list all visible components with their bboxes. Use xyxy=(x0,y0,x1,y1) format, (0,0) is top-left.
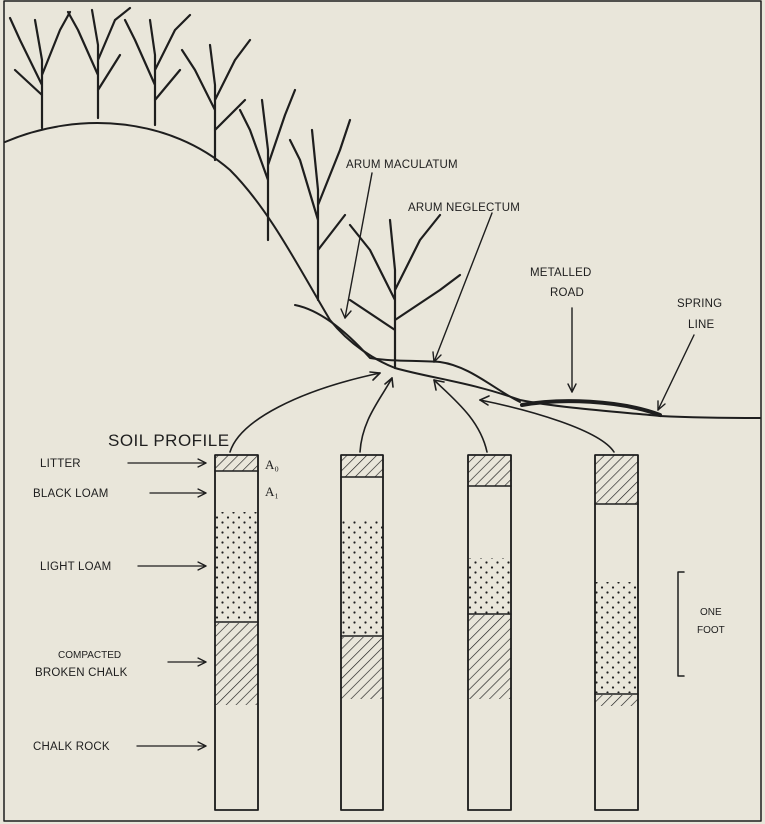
tree-4 xyxy=(182,40,250,160)
horizon-a0: A₀ xyxy=(265,457,279,472)
tree-2 xyxy=(68,8,130,118)
scale-bracket xyxy=(678,572,684,676)
ground-line xyxy=(295,305,520,402)
label-soil-profile: SOIL PROFILE xyxy=(108,431,230,450)
label-metalled-road-1: METALLED xyxy=(530,267,591,279)
layer-black-loam: BLACK LOAM xyxy=(33,488,109,500)
scale-label-1: ONE xyxy=(700,607,722,618)
soil-column-2 xyxy=(341,455,383,810)
soil-column-4 xyxy=(595,455,638,810)
layer-arrows xyxy=(128,459,206,750)
horizon-a1: A₁ xyxy=(265,484,279,499)
label-spring-line-2: LINE xyxy=(688,319,714,331)
layer-compacted-1: COMPACTED xyxy=(58,650,121,661)
tree-6 xyxy=(290,120,350,300)
soil-column-3 xyxy=(468,455,511,810)
layer-compacted-2: BROKEN CHALK xyxy=(35,667,128,679)
soil-column-1 xyxy=(215,455,258,810)
trees xyxy=(10,8,460,368)
layer-litter: LITTER xyxy=(40,458,81,470)
label-arum-neglectum: ARUM NEGLECTUM xyxy=(408,202,520,214)
profile-arrows xyxy=(230,372,614,452)
metalled-road xyxy=(522,401,660,415)
layer-chalk-rock: CHALK ROCK xyxy=(33,741,110,753)
tree-1 xyxy=(10,12,70,128)
tree-3 xyxy=(125,15,190,125)
scale-label-2: FOOT xyxy=(697,625,725,636)
tree-5 xyxy=(240,90,295,240)
layer-light-loam: LIGHT LOAM xyxy=(40,561,111,573)
label-spring-line-1: SPRING xyxy=(677,298,722,310)
label-metalled-road-2: ROAD xyxy=(550,287,584,299)
tree-7 xyxy=(350,215,460,368)
label-arum-maculatum: ARUM MACULATUM xyxy=(346,159,458,171)
